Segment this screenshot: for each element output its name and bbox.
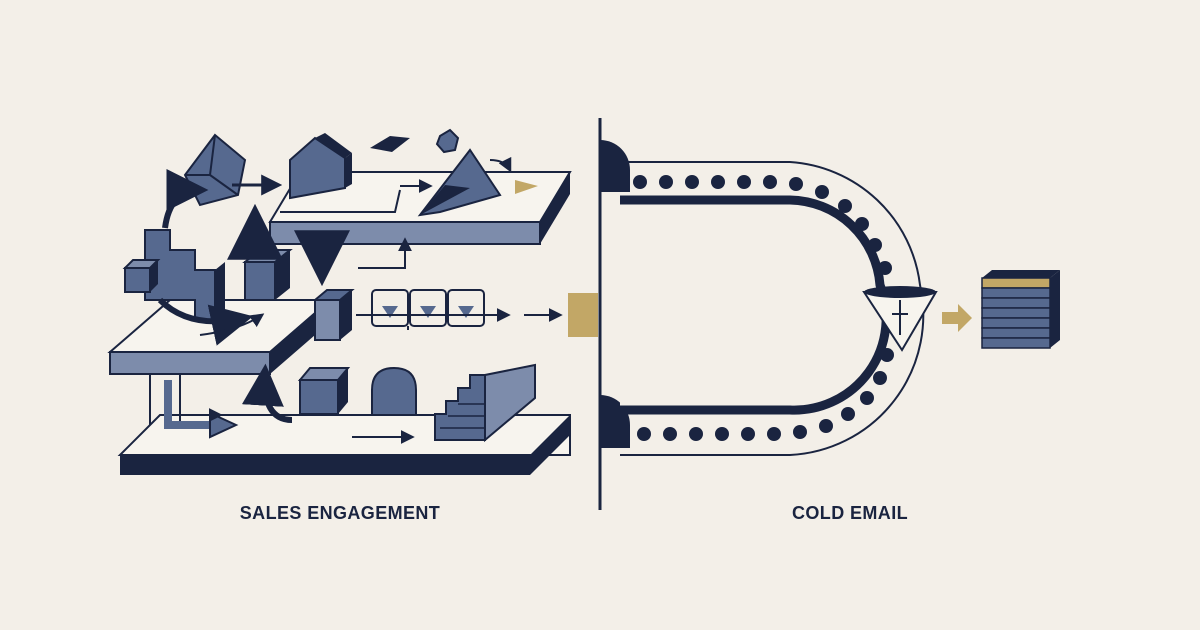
bead-track xyxy=(633,175,894,441)
arrowhead-icon xyxy=(417,148,502,217)
pillar-block xyxy=(242,249,293,301)
house-icon xyxy=(289,133,352,200)
cube-icon xyxy=(122,259,161,293)
cube-icon xyxy=(297,367,351,415)
stack-icon xyxy=(981,270,1060,349)
arch-icon xyxy=(371,366,417,416)
gold-arrow-icon xyxy=(515,180,538,194)
process-chain xyxy=(356,289,511,330)
gem-icon xyxy=(183,133,247,207)
sales-engagement-label: SALES ENGAGEMENT xyxy=(239,503,441,523)
gray-box xyxy=(312,289,355,341)
sales-engagement-diagram xyxy=(107,128,598,475)
gold-connector xyxy=(568,293,598,337)
funnel-icon xyxy=(862,286,938,352)
cold-email-diagram xyxy=(600,140,1060,456)
hexagon-icon xyxy=(435,128,460,154)
stairs-icon xyxy=(434,363,536,443)
gold-arrow-icon xyxy=(942,304,972,332)
cold-email-label: COLD EMAIL xyxy=(792,503,908,523)
rhombus-icon xyxy=(370,136,410,152)
